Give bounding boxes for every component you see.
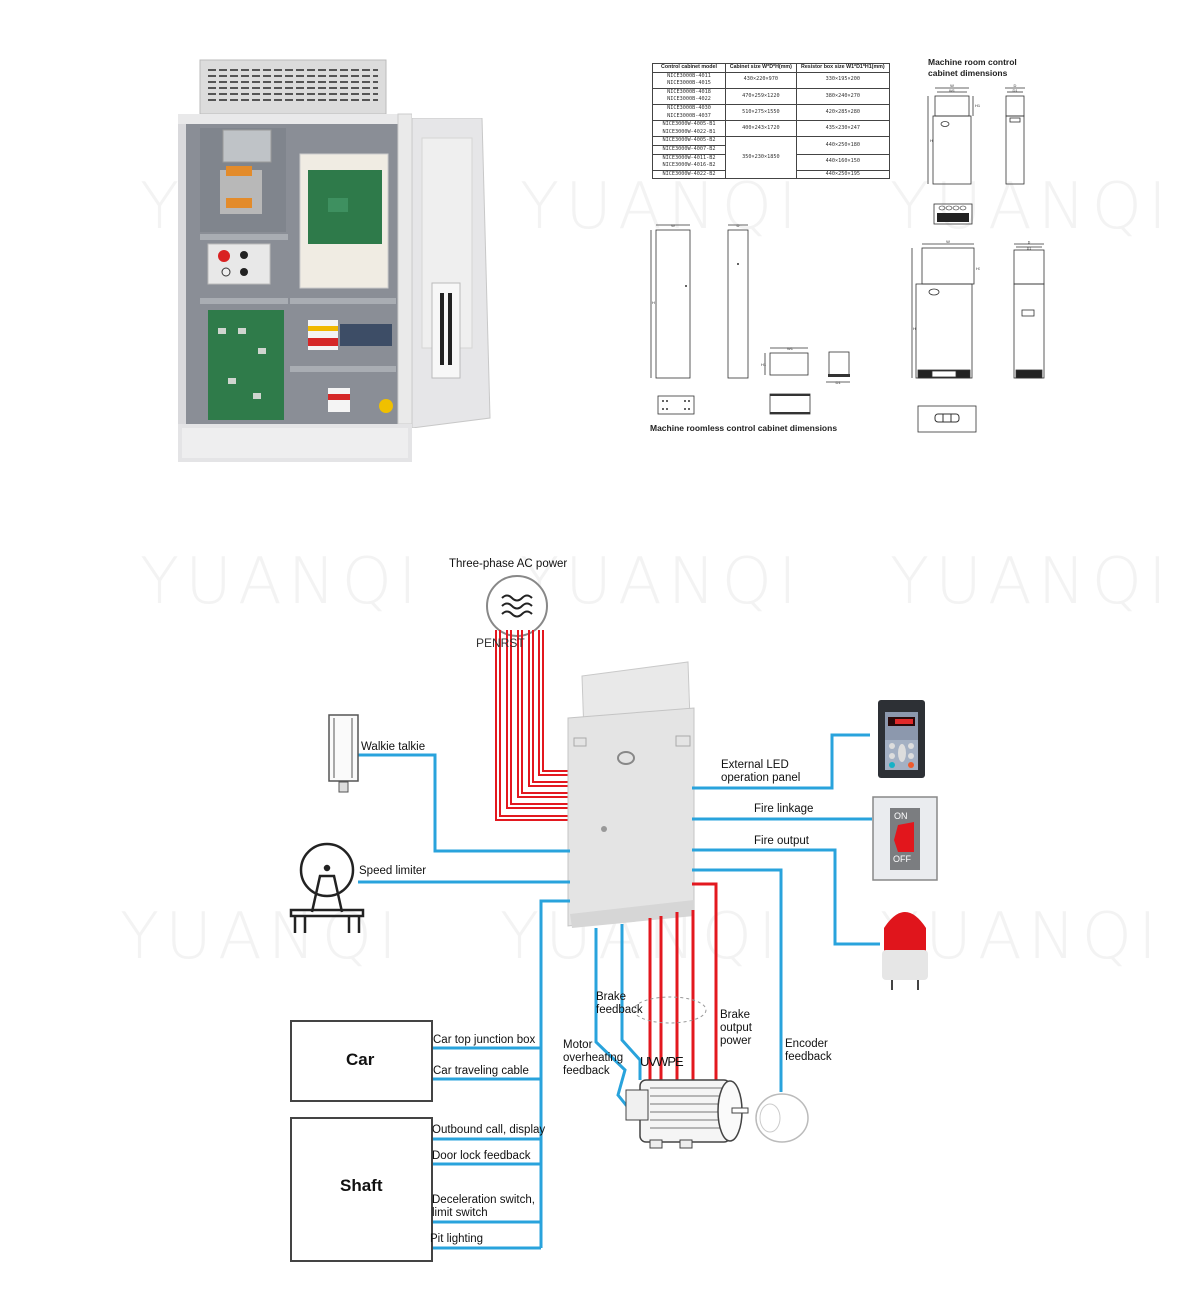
resistor-size-cell: 440×250×195 — [795, 169, 891, 180]
cabinet-open-door — [412, 118, 491, 428]
motor-power-wires — [648, 882, 718, 1090]
motor-terminals-label: UVWPE — [640, 1054, 684, 1069]
power-terminals-label: PENRST — [476, 636, 525, 650]
brake-output-power-label: Brake output power — [720, 1009, 752, 1047]
dim-label-h: H — [930, 138, 933, 143]
led-panel-label: External LED operation panel — [721, 759, 801, 784]
dim-label-d1: D1 — [835, 380, 841, 385]
model-name: NICE3000B-4022 — [667, 96, 711, 103]
dim-label-h1: H1 — [761, 362, 767, 367]
speed-limiter-icon — [289, 842, 365, 933]
resistor-size-cell: 440×160×150 — [795, 153, 891, 171]
ac-power-source-icon — [486, 575, 548, 637]
dim-label-d: D — [1014, 83, 1017, 88]
walkie-talkie-icon — [328, 714, 359, 793]
led-operation-panel-icon — [878, 700, 925, 778]
encoder-icon — [755, 1093, 809, 1143]
model-name: NICE3000B-4018 — [667, 88, 711, 95]
fire-output-label: Fire output — [754, 835, 809, 847]
resistor-box-side-drawing: D1 — [826, 351, 850, 385]
machine-roomless-caption: Machine roomless control cabinet dimensi… — [650, 423, 838, 433]
dim-label-d1: D1 — [1012, 88, 1018, 93]
machine-roomless-side-drawing: D — [727, 223, 749, 379]
motor-overheating-label: Motor overheating feedback — [563, 1039, 624, 1077]
machine-room-side-drawing: D D1 — [1005, 83, 1025, 185]
shaft-box — [290, 1117, 433, 1262]
dim-label-d: D — [1028, 241, 1031, 245]
dim-label-h1: H1 — [976, 266, 980, 271]
car-top-junction-box-label: Car top junction box — [433, 1034, 536, 1046]
dim-label-w: W — [950, 83, 954, 88]
car-title: Car — [346, 1050, 375, 1069]
dim-label-d: D — [737, 223, 740, 228]
control-cabinet — [567, 661, 695, 928]
cabinet-size-cell: 350×230×1850 — [725, 136, 797, 180]
machine-room-front-drawing: W W1 H H1 — [927, 83, 981, 185]
car-traveling-cable-label: Car traveling cable — [433, 1065, 529, 1077]
power-input-wires — [495, 630, 568, 821]
table-row: NICE3000W-4005-B2 350×230×1850 440×250×1… — [652, 136, 891, 180]
dim-label-w: W — [671, 223, 675, 228]
model-name: NICE3000W-4011-B2 — [662, 154, 716, 161]
dim-label-w1: W1 — [949, 88, 956, 93]
speed-limiter-label: Speed limiter — [359, 865, 427, 877]
shaft-title: Shaft — [340, 1176, 383, 1195]
cabinet-spec-table: Control cabinet model Cabinet size W*D*H… — [652, 63, 891, 180]
model-name: NICE3000B-4030 — [667, 104, 711, 111]
switch-off-label: OFF — [893, 854, 911, 864]
dim-label-h: H — [652, 300, 655, 305]
model-name: NICE3000B-4011 — [667, 72, 711, 79]
model-cell: NICE3000W-4022-B2 — [652, 169, 726, 180]
machine-room-large-top-drawing — [917, 405, 977, 433]
brake-feedback-label: Brake feedback — [596, 991, 643, 1016]
control-cabinet-photo — [178, 59, 412, 462]
fire-switch-icon — [872, 796, 938, 881]
brake-icon — [633, 996, 707, 1024]
model-name: NICE3000B-4037 — [667, 112, 711, 119]
dim-label-d1: D1 — [1027, 247, 1032, 251]
machine-roomless-top-drawing — [657, 395, 695, 415]
motor-icon — [625, 1079, 749, 1149]
encoder-feedback-label: Encoder feedback — [785, 1038, 832, 1063]
machine-roomless-front-drawing: W H — [650, 223, 691, 379]
dim-label-h: H — [913, 326, 916, 331]
cabinet-size-cell: 400×243×1720 — [725, 120, 797, 138]
machine-room-large-front-drawing: W H H1 — [911, 240, 980, 379]
deceleration-limit-switch-label: Deceleration switch, limit switch — [432, 1194, 535, 1219]
dim-label-w: W — [946, 240, 950, 244]
three-phase-ac-power-label: Three-phase AC power — [449, 558, 568, 570]
machine-room-large-side-drawing: D D1 — [1013, 241, 1045, 379]
table-row: NICE3000W-4022-B2 440×250×195 — [652, 169, 891, 180]
walkie-talkie-label: Walkie talkie — [361, 741, 426, 753]
resistor-size-cell: 435×230×247 — [795, 120, 891, 138]
signal-wires — [357, 733, 880, 1250]
model-name: NICE3000B-4015 — [667, 80, 711, 87]
model-name: NICE3000W-4022-B1 — [662, 128, 716, 135]
resistor-box-front-drawing: W1 H1 — [761, 346, 809, 376]
car-box — [290, 1020, 433, 1102]
machine-room-top-drawing — [933, 203, 973, 225]
resistor-box-top-drawing — [769, 393, 811, 415]
dim-label-h1: H1 — [975, 103, 981, 108]
switch-on-label: ON — [894, 811, 908, 821]
model-name: NICE3000W-4016-B2 — [662, 162, 716, 169]
pit-lighting-label: Pit lighting — [430, 1233, 484, 1245]
outbound-call-display-label: Outbound call, display — [432, 1124, 546, 1136]
ac-wave-icon — [501, 594, 533, 618]
door-lock-feedback-label: Door lock feedback — [432, 1150, 531, 1162]
machine-room-caption: Machine room control cabinet dimensions — [928, 57, 1017, 78]
fire-linkage-label: Fire linkage — [754, 803, 814, 815]
dim-label-w1: W1 — [787, 346, 794, 351]
alarm-beacon-icon — [882, 912, 928, 990]
model-name: NICE3000W-4005-B1 — [662, 121, 716, 128]
